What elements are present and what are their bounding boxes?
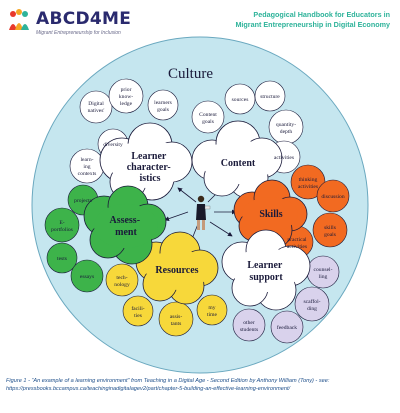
satellite-tests bbox=[46, 242, 78, 274]
satellite-label-scaffolding: scaffol-ding bbox=[304, 298, 321, 312]
satellite-e-portfolios bbox=[44, 207, 80, 243]
hub-label-skills: Skills bbox=[259, 209, 282, 220]
logo-text: ABCD4ME bbox=[36, 9, 132, 29]
satellite-label-feedback: feedback bbox=[277, 324, 297, 331]
satellite-structure bbox=[254, 80, 286, 112]
hub-label-assessment: Assess- ment bbox=[109, 215, 142, 238]
satellite-essays bbox=[70, 259, 104, 293]
satellite-digital-natives bbox=[79, 90, 113, 124]
logo-people-icon bbox=[9, 9, 29, 30]
hub-assessment bbox=[83, 185, 167, 265]
hub-labels: Learner character- istics Content Skills… bbox=[109, 151, 284, 283]
satellite-prior-knowledge bbox=[108, 78, 144, 114]
satellite-scaffolding bbox=[294, 286, 330, 322]
satellite-facilities bbox=[122, 295, 154, 327]
satellite-discussion bbox=[316, 179, 350, 213]
satellite-label-structure: structure bbox=[260, 94, 280, 100]
culture-label: Culture bbox=[168, 66, 213, 82]
satellite-other-students bbox=[232, 308, 266, 342]
satellite-label-facilities: facili-ties bbox=[131, 305, 144, 319]
hub-label-resources: Resources bbox=[155, 265, 198, 276]
hub-resources bbox=[135, 231, 219, 305]
satellite-my-time bbox=[196, 294, 228, 326]
satellite-group-resources bbox=[105, 263, 228, 337]
teacher-figure-icon bbox=[196, 195, 211, 230]
satellite-assistants bbox=[158, 301, 194, 337]
page-header: ABCD4ME Migrant Entrepreneurship for Inc… bbox=[0, 0, 400, 50]
satellite-skills-goals bbox=[312, 212, 348, 248]
hub-label-learner-characteristics: Learner character- istics bbox=[127, 151, 174, 184]
handbook-title-line2: Migrant Entrepreneurship in Digital Econ… bbox=[235, 19, 390, 29]
satellite-label-assistants: assis-tants bbox=[170, 314, 183, 327]
logo-tagline: Migrant Entrepreneurship for Inclusion bbox=[36, 30, 121, 36]
satellite-feedback bbox=[270, 310, 304, 344]
hub-learner-support bbox=[221, 229, 311, 311]
satellite-label-e-portfolios: E-portfolios bbox=[51, 220, 73, 233]
satellite-technology bbox=[105, 263, 139, 297]
satellite-label-tests: tests bbox=[57, 256, 67, 262]
satellite-group-learner-support bbox=[232, 255, 340, 344]
hub-label-content: Content bbox=[221, 158, 256, 169]
handbook-title-line1: Pedagogical Handbook for Educators in bbox=[253, 10, 390, 19]
satellite-content-goals bbox=[191, 100, 225, 134]
hub-label-learner-support: Learner support bbox=[247, 260, 284, 283]
satellite-label-discussion: discussion bbox=[321, 194, 345, 200]
handbook-title: Pedagogical Handbook for Educators in Mi… bbox=[190, 10, 390, 29]
satellite-group-content bbox=[191, 80, 304, 174]
satellite-label-projects: projects bbox=[74, 198, 92, 204]
figure-caption: Figure 1 - “An example of a learning env… bbox=[6, 378, 330, 392]
satellite-label-activities: activities bbox=[274, 155, 294, 161]
satellite-label-counselling: counsel-ling bbox=[314, 267, 333, 280]
satellite-label-sources: sources bbox=[232, 97, 249, 103]
satellite-group-assessment bbox=[44, 184, 104, 293]
satellite-label-technology: tech-nology bbox=[114, 275, 130, 288]
satellite-label-diversity: diversity bbox=[103, 142, 123, 148]
hub-content bbox=[191, 120, 283, 199]
hub-learner-characteristics bbox=[99, 122, 193, 201]
satellite-learners-goals bbox=[147, 89, 179, 121]
satellite-label-essays: essays bbox=[80, 274, 94, 280]
abcd4me-logo: ABCD4ME Migrant Entrepreneurship for Inc… bbox=[6, 6, 156, 46]
satellite-label-quantity-depth: quantity-depth bbox=[276, 122, 296, 135]
